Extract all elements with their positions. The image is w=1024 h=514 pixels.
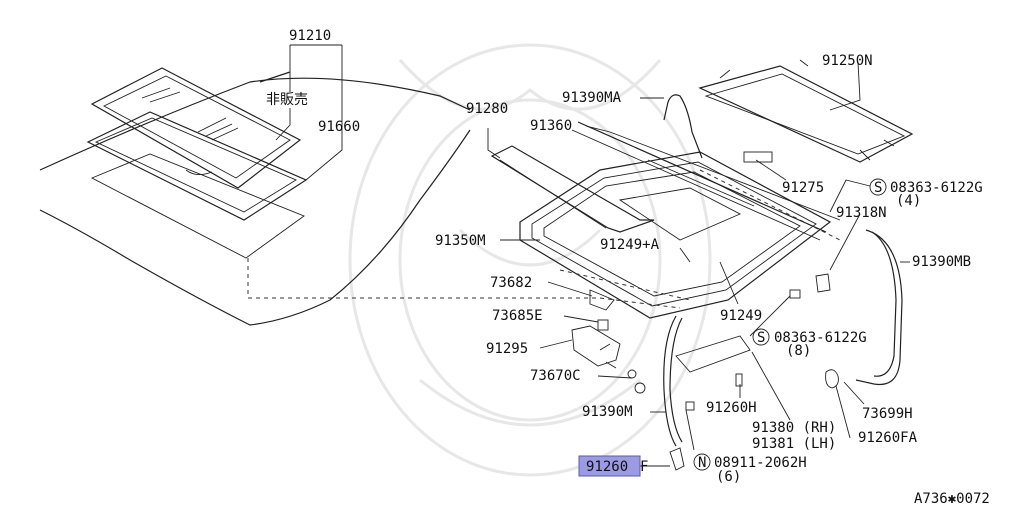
label-91381-lh[interactable]: 91381 (LH) — [752, 436, 836, 452]
hardware-parts — [571, 273, 839, 471]
label-qty-8: (8) — [786, 343, 811, 359]
highlight-box — [578, 455, 641, 477]
label-91280[interactable]: 91280 — [466, 101, 508, 117]
drain-hose-rear — [855, 229, 903, 386]
label-91260FA[interactable]: 91260FA — [858, 430, 918, 446]
label-91260F-suffix[interactable]: F — [640, 459, 648, 475]
drain-hose-side-inner — [669, 317, 683, 443]
label-91260F-number[interactable]: 91260 — [586, 459, 628, 475]
left-leaders — [275, 44, 343, 181]
sunroof-frame — [519, 151, 841, 319]
watermark-emblem — [348, 43, 712, 477]
label-qty-4: (4) — [896, 193, 921, 209]
label-08911-2062H[interactable]: 08911-2062H — [714, 455, 807, 471]
drain-hose-front — [663, 94, 703, 159]
screw-symbol-circle-2 — [752, 328, 770, 346]
label-08363-6122G-b[interactable]: 08363-6122G — [774, 330, 867, 346]
label-91275[interactable]: 91275 — [782, 180, 824, 196]
label-73670C[interactable]: 73670C — [530, 368, 581, 384]
label-91250N[interactable]: 91250N — [822, 53, 873, 69]
label-91350M[interactable]: 91350M — [435, 233, 486, 249]
screw-symbol-1: S — [874, 180, 882, 196]
drain-hose-rear-inner — [871, 231, 897, 377]
figure-code: A736✱0072 — [914, 491, 990, 507]
label-91210[interactable]: 91210 — [289, 28, 331, 44]
sunshade-panel — [698, 59, 914, 163]
screw-symbol-2: S — [757, 330, 765, 346]
label-91249[interactable]: 91249 — [720, 308, 762, 324]
label-91360[interactable]: 91360 — [530, 118, 572, 134]
label-91390MB[interactable]: 91390MB — [912, 254, 971, 270]
screw-symbol-circle-1 — [869, 178, 887, 196]
label-91390MA[interactable]: 91390MA — [562, 90, 622, 106]
label-not-for-sale: 非販売 — [266, 92, 308, 108]
label-91380-rh[interactable]: 91380 (RH) — [752, 420, 836, 436]
drain-hose-side — [663, 315, 677, 447]
roof-panel — [39, 71, 471, 326]
label-91318N[interactable]: 91318N — [836, 205, 887, 221]
nut-symbol-circle — [693, 453, 711, 471]
label-91295[interactable]: 91295 — [486, 341, 528, 357]
label-73685E[interactable]: 73685E — [492, 308, 543, 324]
guide-rails — [571, 121, 841, 241]
label-91660[interactable]: 91660 — [318, 119, 360, 135]
label-08363-6122G-a[interactable]: 08363-6122G — [890, 180, 983, 196]
label-73682[interactable]: 73682 — [490, 275, 532, 291]
label-91249A[interactable]: 91249+A — [600, 237, 660, 253]
callout-leaders — [487, 61, 910, 467]
deflector-bar — [490, 145, 655, 233]
label-qty-6: (6) — [716, 469, 741, 485]
nut-symbol: N — [698, 455, 706, 471]
label-91390M[interactable]: 91390M — [582, 404, 633, 420]
bracket-91275 — [743, 151, 773, 163]
label-91260H[interactable]: 91260H — [706, 400, 757, 416]
label-73699H[interactable]: 73699H — [862, 406, 913, 422]
